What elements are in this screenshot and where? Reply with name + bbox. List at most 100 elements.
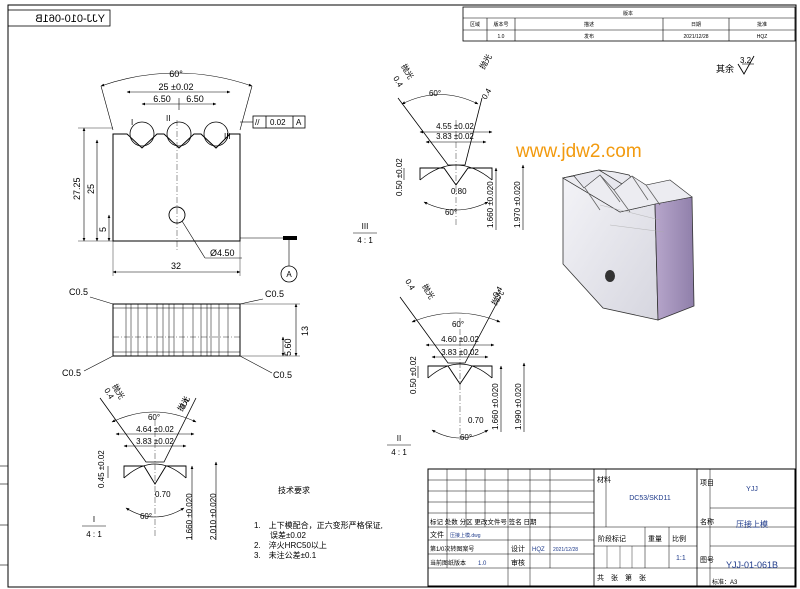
detail-3-label: III xyxy=(362,222,369,231)
detail-2-r-left: 0.4 xyxy=(403,278,417,293)
main-hole-dim: Ø4.50 xyxy=(210,248,235,258)
review-label: 审核 xyxy=(511,558,525,567)
revision-cell-date: 2021/12/28 xyxy=(683,34,708,40)
detail-2-h2: 1.990 ±0.020 xyxy=(514,383,523,430)
detail-1-h1: 1.660 ±0.020 xyxy=(185,493,194,540)
detail-1-w-top: 4.64 ±0.02 xyxy=(136,425,174,434)
tech-requirements: 技术要求 1. 上下模配合，正六变形严格保证, 误差±0.02 2. 淬火HRC… xyxy=(254,485,383,560)
revision-table: 版本 区域 版本号 描述 日期 批准 1.0 发布 2021/12/28 HQZ xyxy=(462,6,796,42)
hole-3d xyxy=(605,270,615,282)
detail-2-h1: 1.660 ±0.020 xyxy=(491,383,500,430)
parallelism-frame: // 0.02 A xyxy=(240,115,306,129)
detail-1-label: I xyxy=(93,515,95,524)
detail-2: 60° 0.4 0.4 抛光 抛光 4.60 ±0.02 3.83 ±0.02 … xyxy=(387,278,526,457)
bottom-thickness: 13 xyxy=(300,326,310,336)
surface-finish-note: 其余 3.2 xyxy=(716,55,755,75)
title-block: 标记 处数 分区 更改文件号 签名 日期 文件 压接上模.dwg 第1/0次转图… xyxy=(427,468,796,587)
change-header: 标记 处数 分区 更改文件号 签名 日期 xyxy=(430,517,537,526)
detail-2-scale: 4 : 1 xyxy=(391,448,407,457)
revision-cell-version: 1.0 xyxy=(498,34,505,40)
parallelism-datum: A xyxy=(296,118,302,127)
roughness-symbol-icon xyxy=(737,55,755,75)
main-height-total: 27.25 xyxy=(72,177,82,200)
revision-cell-desc: 发布 xyxy=(584,33,594,40)
material-value: DC53/SKD11 xyxy=(629,495,671,502)
revision-cell-approve: HQZ xyxy=(757,34,768,40)
parallelism-value: 0.02 xyxy=(270,118,286,127)
detail-2-angle-bottom: 60° xyxy=(460,433,472,442)
main-width: 32 xyxy=(171,261,181,271)
datum-label: A xyxy=(286,270,292,279)
project-value: YJJ xyxy=(746,486,758,493)
detail-3-r-right: 0.4 xyxy=(480,86,494,101)
detail-3-angle-top: 60° xyxy=(429,89,441,98)
parallelism-symbol: // xyxy=(255,118,260,127)
detail-1-angle-bottom: 60° xyxy=(140,512,152,521)
detail-1-w-mid: 3.83 ±0.02 xyxy=(136,437,174,446)
detail-3: 60° 0.4 0.4 抛光 抛光 4.55 ±0.02 3.83 ±0.02 … xyxy=(353,52,525,245)
surface-finish-prefix: 其余 xyxy=(716,63,734,74)
file-label: 文件 xyxy=(430,530,444,539)
main-hole-offset: 5 xyxy=(98,227,108,232)
datum-circle xyxy=(280,265,298,283)
detail-2-depth: 0.50 ±0.02 xyxy=(409,356,418,394)
detail-1-scale: 4 : 1 xyxy=(86,530,102,539)
bottom-mid: 5.60 xyxy=(283,338,293,356)
revision-header-date: 日期 xyxy=(691,22,701,28)
name-label: 名称 xyxy=(700,517,714,526)
detail-1-bottom-w: 0.70 xyxy=(155,490,171,499)
row-label-2: 当前图纸版本 xyxy=(430,559,466,567)
main-angle: 60° xyxy=(169,69,183,79)
main-pitch-total: 25 ±0.02 xyxy=(159,82,194,92)
detail-2-angle-top: 60° xyxy=(452,320,464,329)
detail-2-polish-1: 抛光 xyxy=(420,282,437,301)
mirror-code: YJJ-010-061B xyxy=(35,13,105,25)
detail-3-h2: 1.970 ±0.020 xyxy=(513,181,522,228)
detail-3-w-top: 4.55 ±0.02 xyxy=(436,122,474,131)
main-view: 60° 25 ±0.02 6.50 6.50 I II III 27.25 25… xyxy=(72,69,306,283)
detail-1-depth: 0.45 ±0.02 xyxy=(97,450,106,488)
revision-header-desc: 描述 xyxy=(584,21,594,28)
detail-1-h2: 2.010 ±0.020 xyxy=(209,493,218,540)
detail-3-bottom-w: 0.80 xyxy=(451,187,467,196)
tech-requirements-title: 技术要求 xyxy=(278,485,310,495)
detail-3-scale: 4 : 1 xyxy=(357,236,373,245)
sheet-border xyxy=(7,4,797,588)
file-name: 压接上模.dwg xyxy=(450,532,481,539)
mirror-code-box: YJJ-010-061B xyxy=(7,9,111,27)
main-height-body: 25 xyxy=(86,184,96,194)
design-date: 2021/12/28 xyxy=(553,547,578,553)
drawing-no: YJJ-01-061B xyxy=(726,560,778,570)
revision-header-version: 版本号 xyxy=(493,21,508,28)
row-label-1: 第1/0次转图案号 xyxy=(430,545,474,553)
isometric-view xyxy=(561,169,695,321)
revision-header-approve: 批准 xyxy=(757,21,767,28)
material-label: 材料 xyxy=(597,475,611,484)
detail-3-depth: 0.50 ±0.02 xyxy=(395,158,404,196)
std-label: 标准：A3 xyxy=(712,578,738,586)
chamfer-top-right: C0.5 xyxy=(265,289,284,299)
tech-requirement-3: 3. 未注公差±0.1 xyxy=(254,550,317,560)
sheets-label: 共 张 第 张 xyxy=(597,573,646,582)
design-label: 设计 xyxy=(511,544,525,553)
tech-requirement-1b: 误差±0.02 xyxy=(254,530,307,540)
revision-header-zone: 区域 xyxy=(470,21,480,28)
surface-finish-value: 3.2 xyxy=(740,56,752,65)
tech-requirement-1: 1. 上下模配合，正六变形严格保证, xyxy=(254,520,383,530)
chamfer-top-left: C0.5 xyxy=(69,287,88,297)
detail-2-label: II xyxy=(397,434,401,443)
detail-3-w-mid: 3.83 ±0.02 xyxy=(436,132,474,141)
detail-3-h1: 1.660 ±0.020 xyxy=(486,181,495,228)
detail-2-w-top: 4.60 ±0.02 xyxy=(441,335,479,344)
revision-title: 版本 xyxy=(623,10,633,17)
main-pitch-2: 6.50 xyxy=(186,94,204,104)
groove-label-1: I xyxy=(131,118,133,127)
detail-2-w-mid: 3.83 ±0.02 xyxy=(441,348,479,357)
groove-label-3: III xyxy=(224,132,231,141)
ratio-label: 比例 xyxy=(672,534,686,543)
tech-requirement-2: 2. 淬火HRC50以上 xyxy=(254,540,327,550)
drawing-no-label: 图号 xyxy=(700,556,714,564)
detail-3-polish-2: 抛光 xyxy=(477,52,494,71)
bottom-view: C0.5 C0.5 C0.5 C0.5 13 5.60 xyxy=(62,287,310,380)
